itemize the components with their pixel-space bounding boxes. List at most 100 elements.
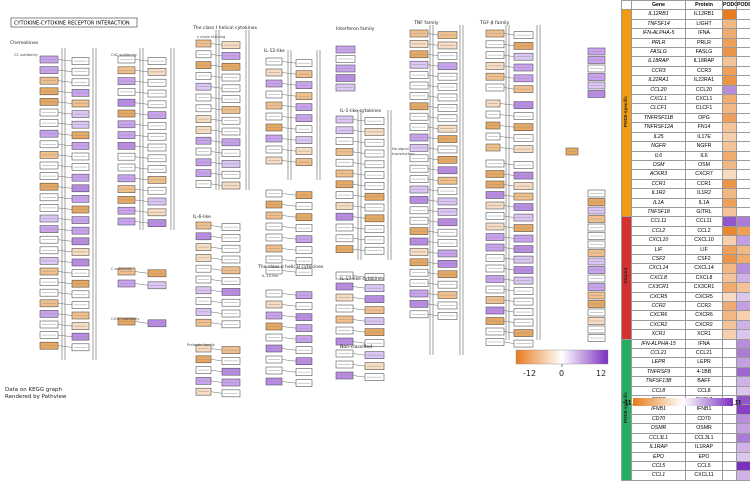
gene-node <box>438 208 457 215</box>
gene-node <box>486 286 504 293</box>
gene-node <box>588 267 605 274</box>
gene-node <box>438 302 457 309</box>
protein-cell: CXCR7 <box>686 170 723 179</box>
gene-node <box>365 182 384 189</box>
gene-cell: TNFSF14 <box>632 19 686 28</box>
gene-node <box>222 347 240 354</box>
gene-node <box>514 32 533 39</box>
gene-node <box>222 117 240 124</box>
pod0-value-cell <box>723 414 737 423</box>
gene-node <box>148 198 166 205</box>
pod8-value-cell <box>737 104 750 113</box>
gene-node <box>438 52 457 59</box>
protein-cell: CXCL8 <box>686 273 723 282</box>
gene-node <box>336 159 353 166</box>
gene-node <box>196 62 211 69</box>
gene-node <box>336 170 353 177</box>
pod8-value-cell <box>737 132 750 141</box>
gene-cell: IFN-ALPHA-15 <box>632 339 686 348</box>
gene-node <box>196 244 211 251</box>
gene-node <box>438 94 457 101</box>
gene-node <box>40 257 58 264</box>
gene-cell: CXCL1 <box>632 95 686 104</box>
pod8-value-cell <box>737 349 750 358</box>
gene-cell: IL18RAP <box>632 57 686 66</box>
gene-node <box>336 127 353 134</box>
gene-cell: CXCL10 <box>632 236 686 245</box>
gene-node <box>196 40 211 47</box>
gene-node <box>486 297 504 304</box>
gene-node <box>296 71 312 78</box>
gene-node <box>118 78 135 85</box>
gene-node <box>336 350 353 357</box>
gene-node <box>222 106 240 113</box>
pod8-value-cell <box>737 76 750 85</box>
protein-cell: CCL5 <box>686 461 723 470</box>
protein-cell: CXCL11 <box>686 471 723 480</box>
gene-node <box>365 128 384 135</box>
gene-node <box>588 65 605 72</box>
protein-cell: PRLR <box>686 38 723 47</box>
pod8-value-cell <box>737 273 750 282</box>
gene-node <box>40 247 58 254</box>
gene-node <box>148 112 166 119</box>
pod8-value-cell <box>737 339 750 348</box>
pod0-value-cell <box>723 254 737 263</box>
gene-node <box>148 187 166 194</box>
gene-node <box>486 171 504 178</box>
gene-node <box>118 56 135 63</box>
gene-node <box>514 277 533 284</box>
table-color-legend: -11 11 <box>621 396 750 408</box>
gene-node <box>72 280 89 287</box>
gene-node <box>72 195 89 202</box>
pod0-value-cell <box>723 66 737 75</box>
gene-node <box>196 319 211 326</box>
gene-node <box>365 285 384 292</box>
gene-node <box>72 174 89 181</box>
gene-node <box>336 138 353 145</box>
gene-cell: CXCL8 <box>632 273 686 282</box>
gene-node <box>296 336 312 343</box>
gene-node <box>148 155 166 162</box>
pod8-value-cell <box>737 179 750 188</box>
gene-node <box>40 162 58 169</box>
gene-node <box>336 65 355 72</box>
section-title-3: IL-12-like <box>264 48 285 54</box>
gene-node <box>588 82 605 89</box>
gene-node <box>72 217 89 224</box>
gene-node <box>336 372 353 379</box>
gene-node <box>336 75 355 82</box>
gene-node <box>40 289 58 296</box>
pod8-value-cell <box>737 85 750 94</box>
transduction-label: transduction <box>392 152 415 156</box>
gene-cell: TNFSF18 <box>632 207 686 216</box>
pod8-value-cell <box>737 377 750 386</box>
gene-cell: CXCR2 <box>632 320 686 329</box>
legend-tick-mid: 0 <box>559 369 564 378</box>
gene-node <box>588 250 605 257</box>
gene-node <box>438 146 457 153</box>
gene-cell: ACKR3 <box>632 170 686 179</box>
gene-node <box>514 225 533 232</box>
gene-node <box>365 363 384 370</box>
gene-node <box>365 193 384 200</box>
gene-node <box>196 126 211 133</box>
pod0-value-cell <box>723 170 737 179</box>
gene-node <box>365 296 384 303</box>
protein-cell: FASLG <box>686 48 723 57</box>
pod8-value-cell <box>737 358 750 367</box>
pod0-value-cell <box>723 217 737 226</box>
gene-node <box>486 41 504 48</box>
legend-tick-max: 12 <box>596 369 606 378</box>
